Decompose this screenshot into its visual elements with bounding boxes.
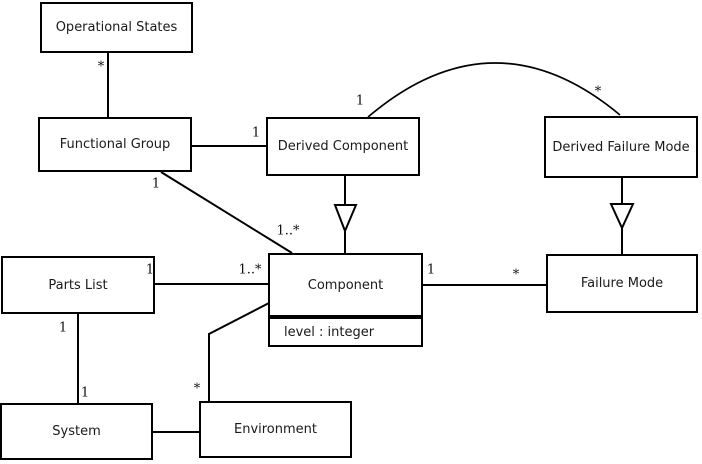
multiplicity-pl-sys-at-system: 1 xyxy=(80,385,90,401)
class-failure-mode: Failure Mode xyxy=(546,254,698,313)
generalization-derivedfailuremode-failuremode xyxy=(609,178,635,254)
multiplicity-fg-comp-at-functionalgroup: 1 xyxy=(151,176,161,192)
multiplicity-comp-fm-at-failuremode: * xyxy=(512,267,520,283)
multiplicity-arc-at-derivedfailuremode: * xyxy=(594,84,602,100)
association-derivedcomponent-derivedfailuremode-arc xyxy=(367,62,621,118)
class-system-name: System xyxy=(52,424,101,439)
class-environment-name: Environment xyxy=(233,422,317,437)
multiplicity-fg-comp-at-component: 1..* xyxy=(276,223,300,239)
multiplicity-comp-fm-at-component: 1 xyxy=(426,262,436,278)
multiplicity-arc-at-derivedcomponent: 1 xyxy=(355,93,365,109)
class-derived-failure-mode: Derived Failure Mode xyxy=(544,116,698,178)
multiplicity-pl-comp-at-component: 1..* xyxy=(238,262,262,278)
association-functionalgroup-component xyxy=(160,171,293,254)
class-component: Component xyxy=(268,253,423,317)
class-environment: Environment xyxy=(199,401,352,458)
class-component-attribute-compartment: level : integer xyxy=(268,317,423,347)
class-component-name: Component xyxy=(307,277,384,293)
multiplicity-opstates-end: * xyxy=(97,59,105,75)
association-environment-component xyxy=(208,302,270,401)
class-parts-list: Parts List xyxy=(1,256,155,314)
class-derived-component: Derived Component xyxy=(266,117,420,176)
multiplicity-pl-sys-at-partslist: 1 xyxy=(58,320,68,336)
class-parts-list-name: Parts List xyxy=(48,277,108,293)
class-system: System xyxy=(0,403,153,460)
class-component-attribute-level: level : integer xyxy=(284,324,375,340)
class-derived-component-name: Derived Component xyxy=(277,139,409,154)
generalization-derivedcomponent-component xyxy=(333,176,358,253)
class-operational-states-name: Operational States xyxy=(55,20,178,35)
multiplicity-pl-comp-at-partslist: 1 xyxy=(145,262,155,278)
class-functional-group-name: Functional Group xyxy=(59,137,171,152)
class-functional-group: Functional Group xyxy=(38,117,192,172)
class-derived-failure-mode-name: Derived Failure Mode xyxy=(552,139,690,155)
class-operational-states: Operational States xyxy=(40,2,193,53)
multiplicity-fg-dc-at-derivedcomponent: 1 xyxy=(251,125,261,141)
class-failure-mode-name: Failure Mode xyxy=(580,276,664,291)
multiplicity-env-comp-at-environment: * xyxy=(193,381,201,397)
